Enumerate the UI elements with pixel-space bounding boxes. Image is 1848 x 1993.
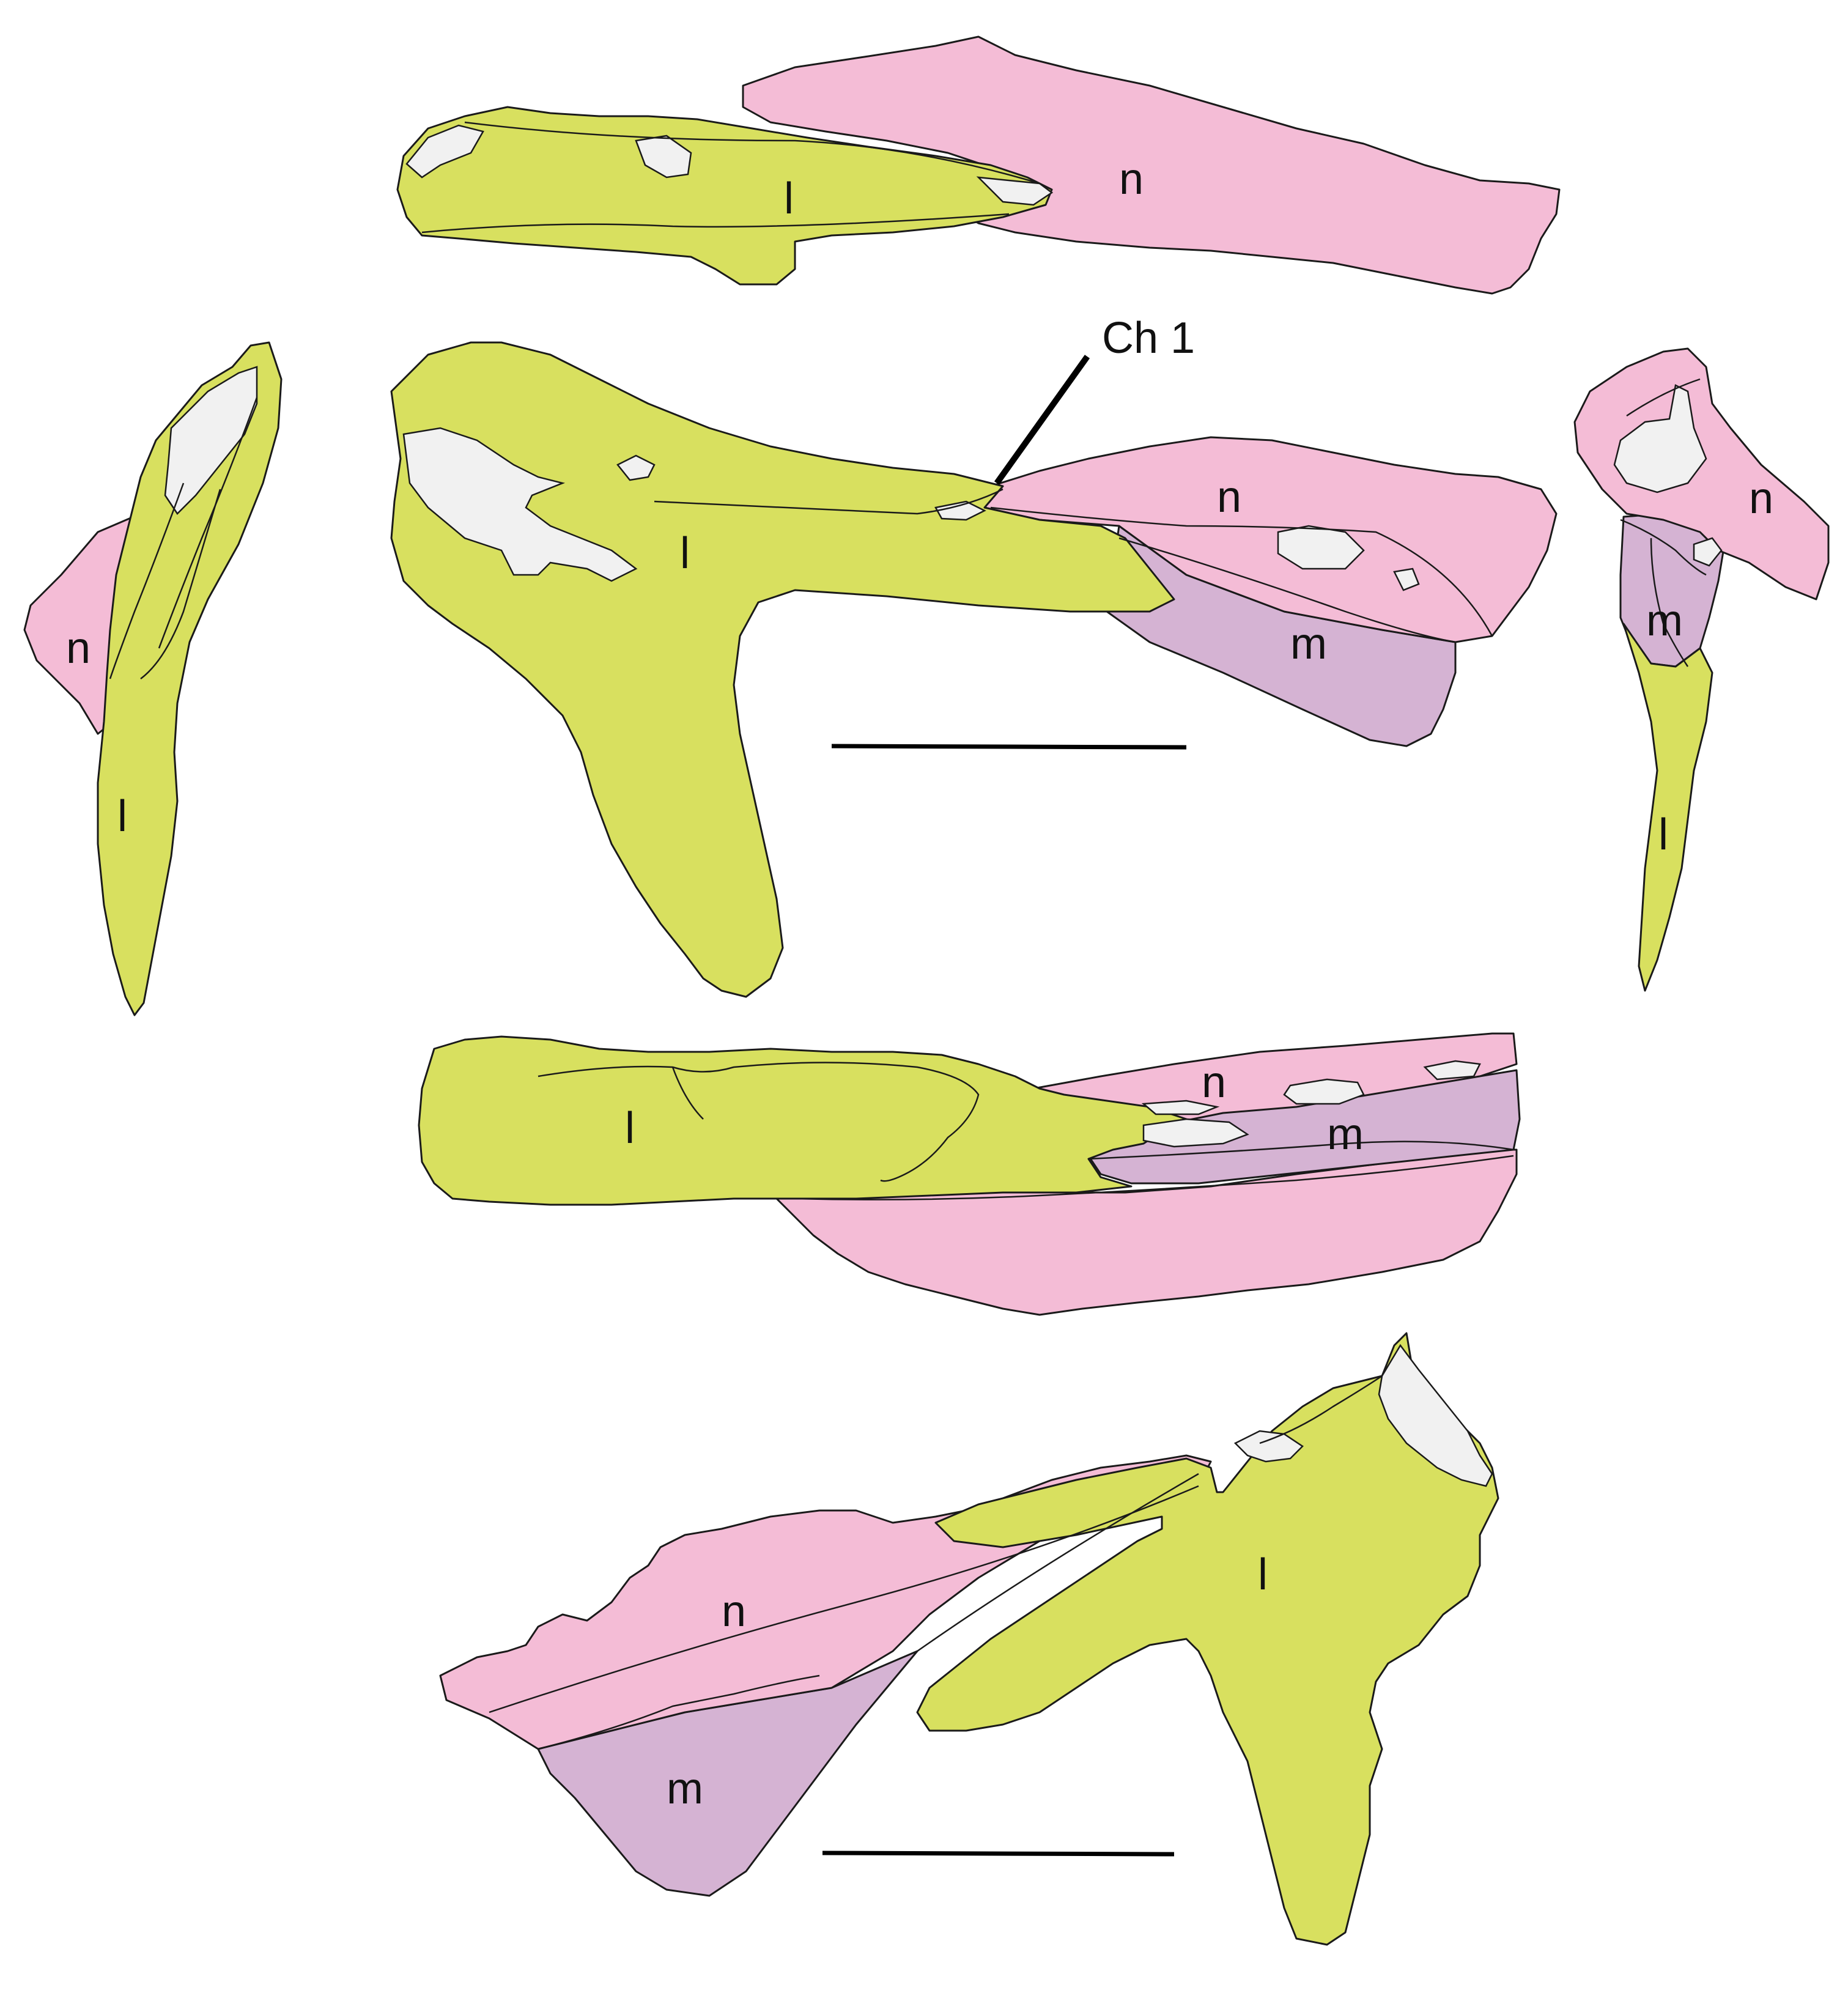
lacrimal-shape xyxy=(97,341,283,1016)
suture-line xyxy=(421,213,1010,234)
matrix-patch xyxy=(616,454,656,481)
suture-line xyxy=(538,1062,980,1182)
suture-line xyxy=(654,488,1003,515)
matrix-patch xyxy=(1423,1060,1481,1081)
matrix-patch xyxy=(1613,384,1707,494)
label-nasal: n xyxy=(1202,1058,1226,1107)
label-lacrimal: l xyxy=(1258,1550,1268,1599)
view-left: n l xyxy=(23,341,283,1016)
scale-bar xyxy=(831,744,1187,750)
matrix-patch xyxy=(934,500,986,521)
callout-leader-line xyxy=(994,355,1090,485)
matrix-patch xyxy=(1142,1118,1249,1148)
suture-line xyxy=(990,506,1493,637)
suture-line xyxy=(538,1674,820,1750)
suture-line xyxy=(1088,1141,1514,1160)
nasal-shape xyxy=(775,1148,1518,1316)
lacrimal-shape xyxy=(396,106,1053,286)
view-ventral: l n m xyxy=(418,1032,1521,1316)
suture-line xyxy=(671,1067,704,1120)
view-lateral: l n m Ch 1 xyxy=(390,314,1558,998)
label-lacrimal: l xyxy=(784,174,794,223)
matrix-patch xyxy=(402,427,638,582)
suture-line xyxy=(1259,1375,1383,1444)
lacrimal-shape xyxy=(418,1035,1188,1206)
matrix-patch xyxy=(1693,537,1723,567)
matrix-patch xyxy=(1283,1078,1365,1105)
label-lacrimal: l xyxy=(1658,810,1668,859)
lacrimal-shape xyxy=(390,341,1175,998)
nasal-shape xyxy=(983,436,1558,643)
label-maxilla: m xyxy=(667,1764,703,1813)
matrix-patch xyxy=(1141,1100,1220,1115)
callout-label: Ch 1 xyxy=(1102,314,1195,363)
matrix-patch xyxy=(976,176,1054,206)
label-maxilla: m xyxy=(1646,596,1683,645)
view-dorsal: l n xyxy=(396,35,1561,295)
matrix-patch xyxy=(1378,1344,1493,1487)
suture-line xyxy=(1626,378,1701,417)
matrix-patch xyxy=(1277,525,1365,570)
matrix-patch xyxy=(1233,1430,1304,1463)
lacrimal-shape xyxy=(1622,623,1713,992)
label-lacrimal: l xyxy=(625,1104,635,1153)
suture-line xyxy=(917,1473,1199,1652)
label-nasal: n xyxy=(722,1587,746,1636)
label-nasal: n xyxy=(1119,155,1144,204)
suture-line xyxy=(140,489,221,679)
label-maxilla: m xyxy=(1290,619,1327,668)
suture-line xyxy=(1650,538,1689,667)
suture-line xyxy=(464,121,1040,185)
label-lacrimal: l xyxy=(117,792,127,841)
label-nasal: n xyxy=(1749,474,1773,523)
nasal-shape xyxy=(1573,347,1830,601)
suture-line xyxy=(109,483,185,679)
matrix-patch xyxy=(635,135,692,179)
matrix-patch xyxy=(405,124,484,179)
suture-line xyxy=(1118,537,1456,643)
view-medial: n m l xyxy=(439,1332,1499,1946)
suture-line xyxy=(158,397,258,649)
matrix-patch xyxy=(164,366,258,515)
lacrimal-shape xyxy=(916,1332,1499,1946)
view-right: n m l xyxy=(1573,347,1830,992)
label-nasal: n xyxy=(66,624,91,673)
label-lacrimal: l xyxy=(680,529,690,578)
matrix-patch xyxy=(1393,568,1420,591)
suture-line xyxy=(489,1485,1199,1714)
scale-bar xyxy=(822,1851,1175,1857)
suture-line xyxy=(1620,519,1707,576)
label-maxilla: m xyxy=(1327,1110,1364,1159)
label-nasal: n xyxy=(1217,473,1241,522)
suture-line xyxy=(794,1155,1514,1200)
